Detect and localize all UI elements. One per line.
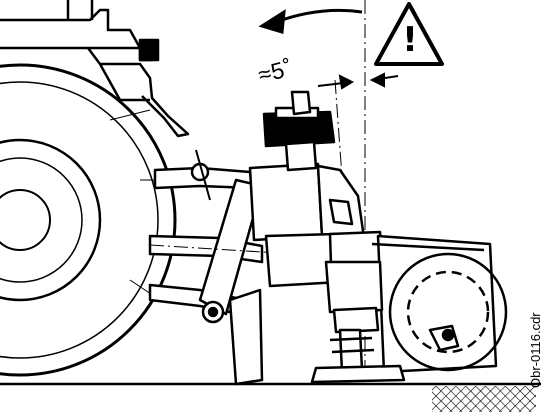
- tractor-body: [0, 0, 190, 138]
- warning-triangle-icon: [374, 2, 444, 66]
- warning-exclamation-icon: !: [402, 20, 418, 60]
- file-name-label: Obr-0116.cdr: [528, 312, 541, 388]
- tractor-wheel: [0, 63, 177, 377]
- top-joint: [262, 90, 336, 172]
- rotation-arrow-icon: [258, 8, 363, 34]
- ground: [0, 382, 541, 412]
- gearbox-housing: [371, 234, 508, 374]
- drive-shaft: [310, 260, 406, 384]
- angle-indicator: [317, 72, 399, 90]
